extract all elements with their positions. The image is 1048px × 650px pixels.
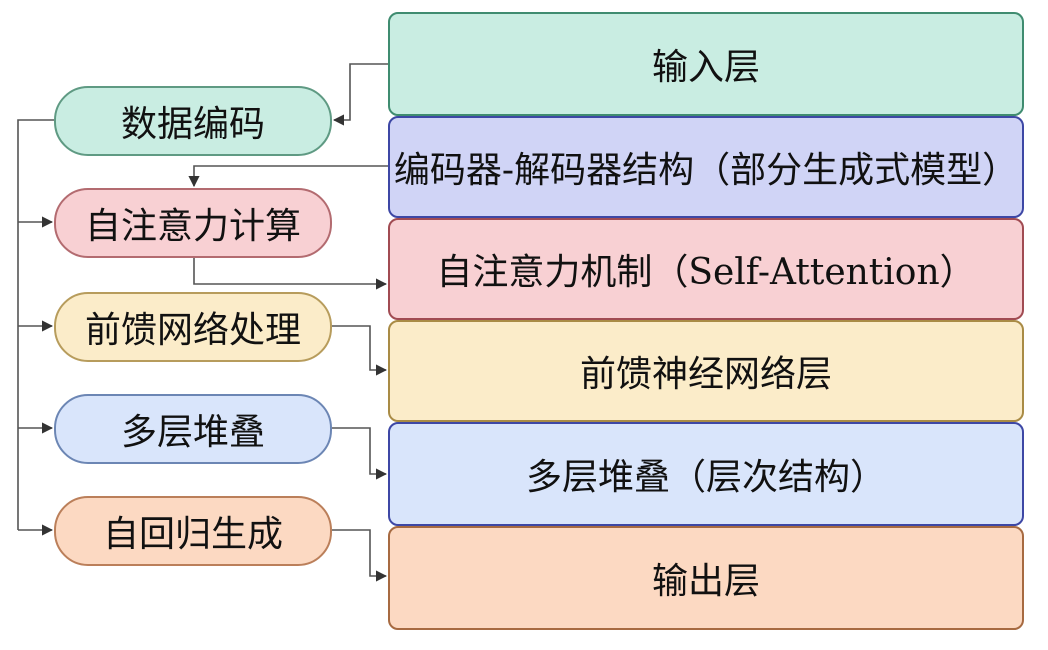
- step-data-encoding: 数据编码: [54, 86, 332, 156]
- link-input-to-encoding: [332, 63, 388, 126]
- link-encdec-to-selfattn: [188, 165, 388, 188]
- link-stack-to-layer: [332, 427, 388, 480]
- input-layer-box: 输入层: [388, 12, 1024, 116]
- feedforward-layer-box: 前馈神经网络层: [388, 320, 1024, 422]
- link-selfattn-to-layer: [193, 258, 388, 290]
- self-attention-layer-label: 自注意力机制（Self-Attention）: [436, 252, 976, 293]
- input-layer-label: 输入层: [651, 47, 760, 88]
- step-data-encoding-label: 数据编码: [120, 104, 265, 145]
- feedforward-layer-label: 前馈神经网络层: [579, 354, 832, 395]
- link-ffn-to-layer: [332, 325, 388, 376]
- self-attention-layer-box: 自注意力机制（Self-Attention）: [388, 218, 1024, 320]
- encoder-decoder-label: 编码器-解码器结构（部分生成式模型）: [393, 150, 1019, 191]
- output-layer-label: 输出层: [651, 561, 760, 602]
- step-self-attention-label: 自注意力计算: [84, 206, 301, 247]
- step-feedforward-label: 前馈网络处理: [84, 310, 301, 351]
- step-autoregressive: 自回归生成: [54, 496, 332, 566]
- step-autoregressive-label: 自回归生成: [102, 514, 283, 555]
- step-feedforward: 前馈网络处理: [54, 292, 332, 362]
- step-self-attention: 自注意力计算: [54, 188, 332, 258]
- encoder-decoder-box: 编码器-解码器结构（部分生成式模型）: [388, 116, 1024, 218]
- step-stacking-label: 多层堆叠: [120, 412, 265, 453]
- output-layer-box: 输出层: [388, 526, 1024, 630]
- trunk-line: [17, 119, 54, 530]
- link-autoreg-to-output: [332, 529, 388, 582]
- stack-layer-label: 多层堆叠（层次结构）: [525, 457, 886, 498]
- step-stacking: 多层堆叠: [54, 394, 332, 464]
- stack-layer-box: 多层堆叠（层次结构）: [388, 422, 1024, 526]
